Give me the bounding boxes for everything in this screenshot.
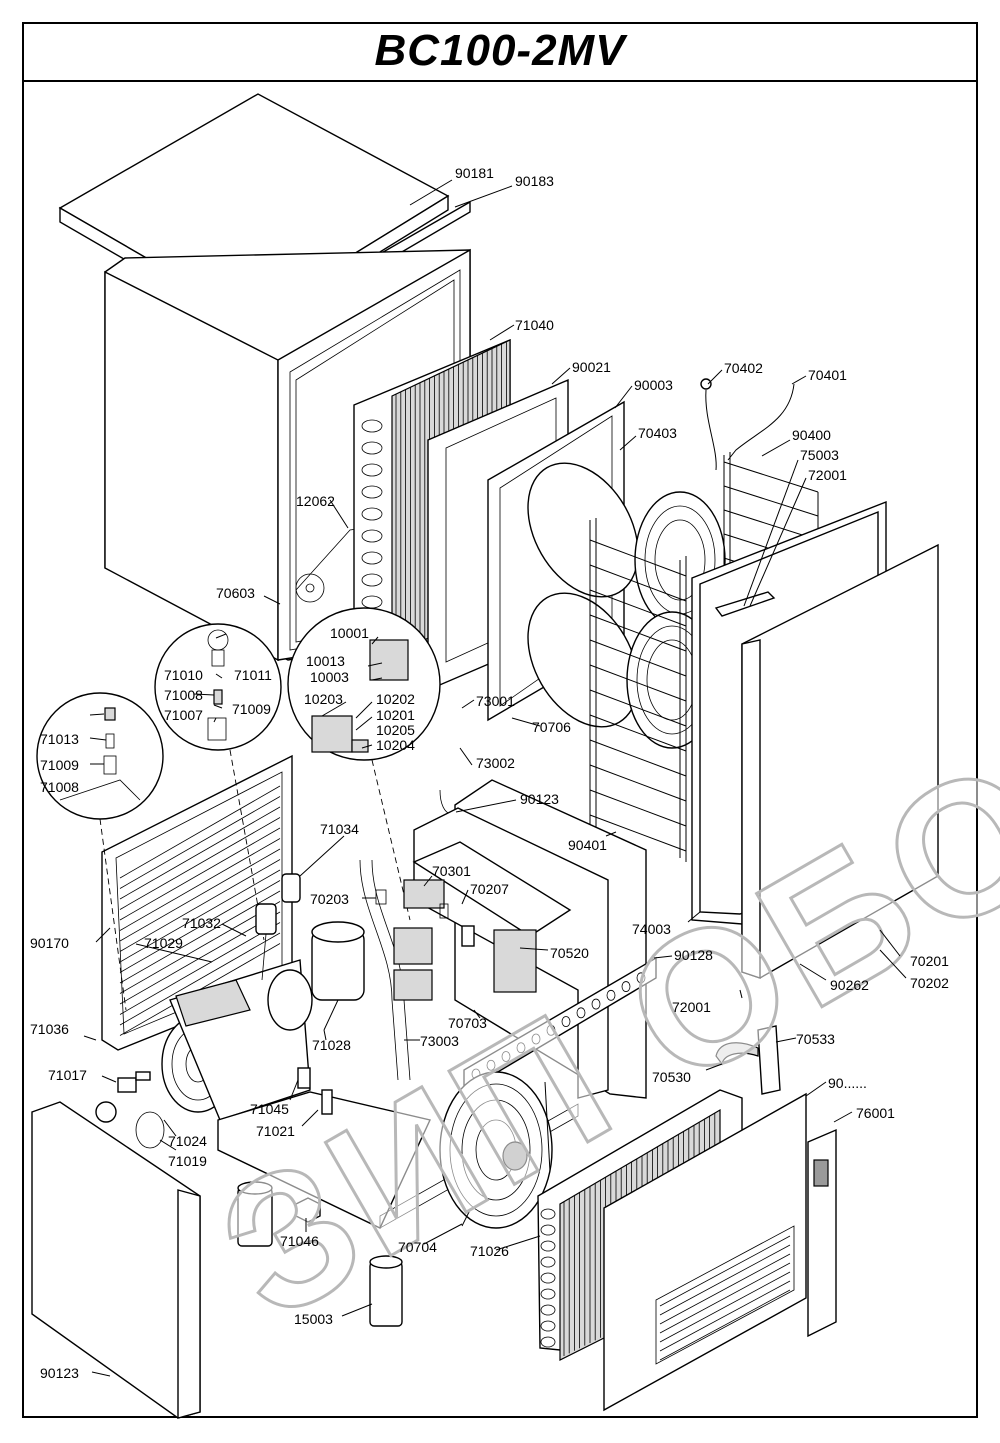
front-panel (603, 1092, 807, 1412)
drawing-frame (22, 22, 978, 1418)
label-70520: 70520 (550, 945, 589, 961)
label-12062: 12062 (296, 493, 335, 509)
label-90003: 90003 (634, 377, 673, 393)
label-71032: 71032 (182, 915, 221, 931)
feet (237, 1181, 403, 1327)
small-fittings (95, 1067, 333, 1149)
label-90123-lower: 90123 (40, 1365, 79, 1381)
label-71029: 71029 (144, 935, 183, 951)
page-title: BC100-2MV (374, 26, 626, 75)
electrical-components (375, 879, 537, 1001)
label-10003: 10003 (310, 669, 349, 685)
receiver-71028 (311, 921, 365, 1031)
label-71008-left: 71008 (40, 779, 79, 795)
label-73003: 73003 (420, 1033, 459, 1049)
label-74003: 74003 (632, 921, 671, 937)
label-90262: 90262 (830, 977, 869, 993)
label-10203: 10203 (304, 691, 343, 707)
label-71024: 71024 (168, 1133, 207, 1149)
label-70202: 70202 (910, 975, 949, 991)
label-90021: 90021 (572, 359, 611, 375)
label-71036: 71036 (30, 1021, 69, 1037)
tray-rack-90401 (589, 518, 687, 862)
label-90401: 90401 (568, 837, 607, 853)
label-70401: 70401 (808, 367, 847, 383)
label-71009-mid: 71009 (232, 701, 271, 717)
control-board (715, 1025, 781, 1095)
label-71040: 71040 (515, 317, 554, 333)
label-73002: 73002 (476, 755, 515, 771)
side-panel-90123 (31, 1101, 201, 1419)
label-76001: 76001 (856, 1105, 895, 1121)
label-72001-lower: 72001 (672, 999, 711, 1015)
label-70530: 70530 (652, 1069, 691, 1085)
filter-drier (255, 873, 301, 981)
label-90-dots: 90...... (828, 1075, 867, 1091)
label-90183: 90183 (515, 173, 554, 189)
label-70533: 70533 (796, 1031, 835, 1047)
label-10201: 10201 (376, 707, 415, 723)
label-71009-left: 71009 (40, 757, 79, 773)
part-labels: 90181 90183 71040 90021 90003 70402 7040… (30, 165, 949, 1381)
label-71021: 71021 (256, 1123, 295, 1139)
label-73001: 73001 (476, 693, 515, 709)
label-71026: 71026 (470, 1243, 509, 1259)
label-71028: 71028 (312, 1037, 351, 1053)
label-71011: 71011 (234, 667, 272, 683)
label-10001: 10001 (330, 625, 369, 641)
control-panel-76001 (807, 1128, 837, 1338)
label-90128: 90128 (674, 947, 713, 963)
label-71045: 71045 (250, 1101, 289, 1117)
label-70603: 70603 (216, 585, 255, 601)
label-70402: 70402 (724, 360, 763, 376)
mounting-bar-90128 (463, 956, 657, 1094)
detail-circle-mid (154, 623, 282, 751)
label-71007: 71007 (164, 707, 203, 723)
label-10204: 10204 (376, 737, 415, 753)
label-10013: 10013 (306, 653, 345, 669)
label-70706: 70706 (532, 719, 571, 735)
label-90400: 90400 (792, 427, 831, 443)
label-90170: 90170 (30, 935, 69, 951)
label-70704: 70704 (398, 1239, 437, 1255)
leader-lines (83, 179, 907, 1377)
label-90123-upper: 90123 (520, 791, 559, 807)
label-71034: 71034 (320, 821, 359, 837)
label-70301: 70301 (432, 863, 471, 879)
label-71046: 71046 (280, 1233, 319, 1249)
label-10205: 10205 (376, 722, 415, 738)
label-70207: 70207 (470, 881, 509, 897)
label-71008-mid: 71008 (164, 687, 203, 703)
label-75003: 75003 (800, 447, 839, 463)
label-70203: 70203 (310, 891, 349, 907)
door-90262 (741, 543, 939, 979)
probe-wires (700, 378, 795, 471)
label-70201: 70201 (910, 953, 949, 969)
label-71013: 71013 (40, 731, 79, 747)
label-71019: 71019 (168, 1153, 207, 1169)
label-72001-upper: 72001 (808, 467, 847, 483)
label-71017: 71017 (48, 1067, 87, 1083)
label-15003: 15003 (294, 1311, 333, 1327)
detail-circle-right (287, 607, 441, 761)
detail-circle-left (36, 692, 164, 820)
label-90181: 90181 (455, 165, 494, 181)
title-bar: BC100-2MV (22, 22, 978, 82)
label-70403: 70403 (638, 425, 677, 441)
label-70703: 70703 (448, 1015, 487, 1031)
label-10202: 10202 (376, 691, 415, 707)
condenser-fan-70704 (439, 1071, 553, 1229)
compressor (161, 959, 313, 1121)
label-71010: 71010 (164, 667, 203, 683)
